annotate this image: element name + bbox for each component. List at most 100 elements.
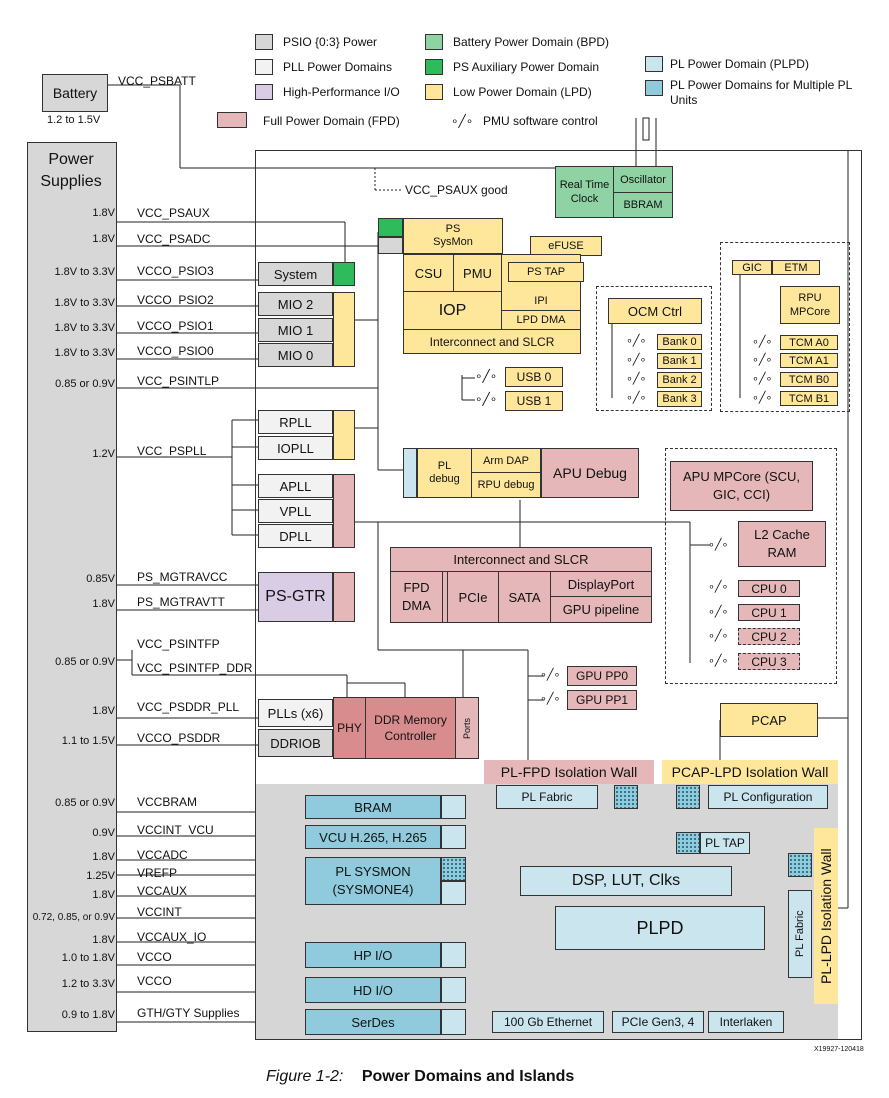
vcu-block: VCU H.265, H.265 <box>305 825 441 849</box>
efuse-block: eFUSE <box>530 236 602 256</box>
rpu-debug: RPU debug <box>477 479 535 491</box>
pl-fabric-v-hatch <box>788 853 812 877</box>
dpll-block: DPLL <box>258 524 333 548</box>
cpu-block: CPU 1 <box>738 604 800 621</box>
rail-name: VCCBRAM <box>137 795 198 809</box>
figure-id: X19927-120418 <box>814 1046 864 1053</box>
rail-volt: 1.8V to 3.3V <box>54 347 115 359</box>
rail-name: VCCO <box>137 950 172 964</box>
rail-volt: 0.9 to 1.8V <box>61 1009 115 1021</box>
rail-name: VCCINT_VCU <box>137 823 214 837</box>
rail-volt: 0.9V <box>92 827 115 839</box>
legend-swatch-hpio <box>255 84 273 100</box>
ocm-bank: Bank 1 <box>657 353 702 369</box>
pl-debug: PL debug <box>418 449 472 497</box>
rail-volt: 0.85 or 0.9V <box>55 656 115 668</box>
legend-swatch-bpd <box>425 34 443 50</box>
gpu-pp1: GPU PP1 <box>567 690 637 710</box>
pl-fabric-v-label: PL Fabric <box>794 910 806 958</box>
apll-block: APLL <box>258 474 333 498</box>
apu-island <box>665 448 837 684</box>
ocm-island <box>596 286 712 411</box>
rpu-island <box>720 242 850 412</box>
rail-volt: 0.85V <box>86 573 115 585</box>
legend-swatch-plpd <box>645 56 663 72</box>
ps-gtr-fpd <box>333 572 355 622</box>
rail-volt: 1.8V <box>92 705 115 717</box>
switch-icon: ∘╱∘ <box>708 655 729 667</box>
rail-name: PS_MGTRAVCC <box>137 570 228 584</box>
switch-icon: ∘╱∘ <box>752 354 773 366</box>
rail-volt: 1.8V <box>92 889 115 901</box>
figure-caption: Figure 1-2: Power Domains and Islands <box>266 1068 574 1086</box>
serdes: SerDes <box>305 1009 441 1035</box>
sysmon-io-swatch <box>378 237 403 254</box>
rail-volt: 1.8V <box>92 851 115 863</box>
legend: PSIO {0:3} Power PLL Power Domains High-… <box>217 34 875 134</box>
legend-label-hpio: High-Performance I/O <box>283 85 400 99</box>
lpd-dma-block: LPD DMA <box>502 311 580 330</box>
sysmon-aux-swatch <box>378 218 403 237</box>
system-aux-swatch <box>333 262 355 286</box>
rail-name: PS_MGTRAVTT <box>137 595 225 609</box>
ps-gtr: PS-GTR <box>258 572 333 622</box>
ddr-controller: DDR Memory Controller <box>366 698 456 758</box>
rail-name: VCC_PSAUX <box>137 206 210 220</box>
ddriob-block: DDRIOB <box>258 729 333 757</box>
dsp-lut-clks: DSP, LUT, Clks <box>520 866 732 896</box>
switch-icon: ∘╱∘ <box>451 114 474 128</box>
switch-icon: ∘╱∘ <box>708 581 729 593</box>
vpll-block: VPLL <box>258 499 333 523</box>
legend-label-psio: PSIO {0:3} Power <box>283 35 378 49</box>
legend-swatch-lpd <box>425 84 443 100</box>
hd-io: HD I/O <box>305 977 441 1003</box>
debug-pl-strip <box>403 448 417 498</box>
fpd-interconnect-block: Interconnect and SLCR FPD DMA PCIe SATA … <box>390 547 652 623</box>
etm-block: ETM <box>772 260 820 275</box>
ddr-ports: Ports <box>462 717 472 739</box>
rail-volt: 1.8V <box>92 233 115 245</box>
rail-name: VCCAUX_IO <box>137 930 207 944</box>
legend-swatch-psio <box>255 34 273 50</box>
switch-icon: ∘╱∘ <box>752 392 773 404</box>
rail-volt: 0.72, 0.85, or 0.9V <box>32 912 115 923</box>
oscillator-label: Oscillator <box>614 167 672 193</box>
ddr-phy: PHY <box>334 698 366 758</box>
switch-icon: ∘╱∘ <box>626 354 647 366</box>
switch-icon: ∘╱∘ <box>540 669 561 681</box>
tcm-block: TCM B1 <box>780 391 838 406</box>
csu-block: CSU <box>404 255 454 292</box>
fpd-interconnect: Interconnect and SLCR <box>391 548 651 572</box>
arm-dap: Arm DAP <box>472 449 540 473</box>
rail-name: VCCO_PSIO1 <box>137 319 214 333</box>
rail-name: VREFP <box>137 866 178 880</box>
usb1-block: USB 1 <box>505 391 563 411</box>
pl-config-hatch <box>676 785 700 809</box>
pl-tap-hatch <box>676 832 700 854</box>
rtc-block: Real Time Clock Oscillator BBRAM <box>555 166 673 218</box>
rail-name: VCC_PSINTFP <box>137 637 220 651</box>
rail-name: VCCAUX <box>137 884 188 898</box>
rail-name: VCCO_PSIO2 <box>137 293 214 307</box>
legend-swatch-pll <box>255 59 273 75</box>
displayport-block: DisplayPort <box>551 572 651 597</box>
rail-name: VCCINT <box>137 905 182 919</box>
rail-name: VCCO <box>137 974 172 988</box>
debug-block: PL debug Arm DAP RPU debug <box>417 448 541 498</box>
rail-volt: 1.8V to 3.3V <box>54 322 115 334</box>
system-block: System <box>258 262 333 286</box>
switch-icon: ∘╱∘ <box>475 369 498 383</box>
ocm-bank: Bank 0 <box>657 334 702 350</box>
rail-name: VCCO_PSDDR <box>137 731 221 745</box>
pl-sysmon-hatch <box>441 857 466 881</box>
rail-volt: 1.0 to 1.8V <box>61 952 115 964</box>
pcap-lpd-wall: PCAP-LPD Isolation Wall <box>662 760 838 784</box>
eth-block: 100 Gb Ethernet <box>492 1011 604 1033</box>
pl-lpd-wall: PL-LPD Isolation Wall <box>814 828 838 1004</box>
apu-mpcore: APU MPCore (SCU, GIC, CCI) <box>670 461 813 511</box>
switch-icon: ∘╱∘ <box>752 336 773 348</box>
legend-label-lpd: Low Power Domain (LPD) <box>453 85 592 99</box>
rail-name: GTH/GTY Supplies <box>137 1006 240 1020</box>
rail-volt: 0.85 or 0.9V <box>55 378 115 390</box>
rail-volt: 1.8V <box>92 934 115 946</box>
